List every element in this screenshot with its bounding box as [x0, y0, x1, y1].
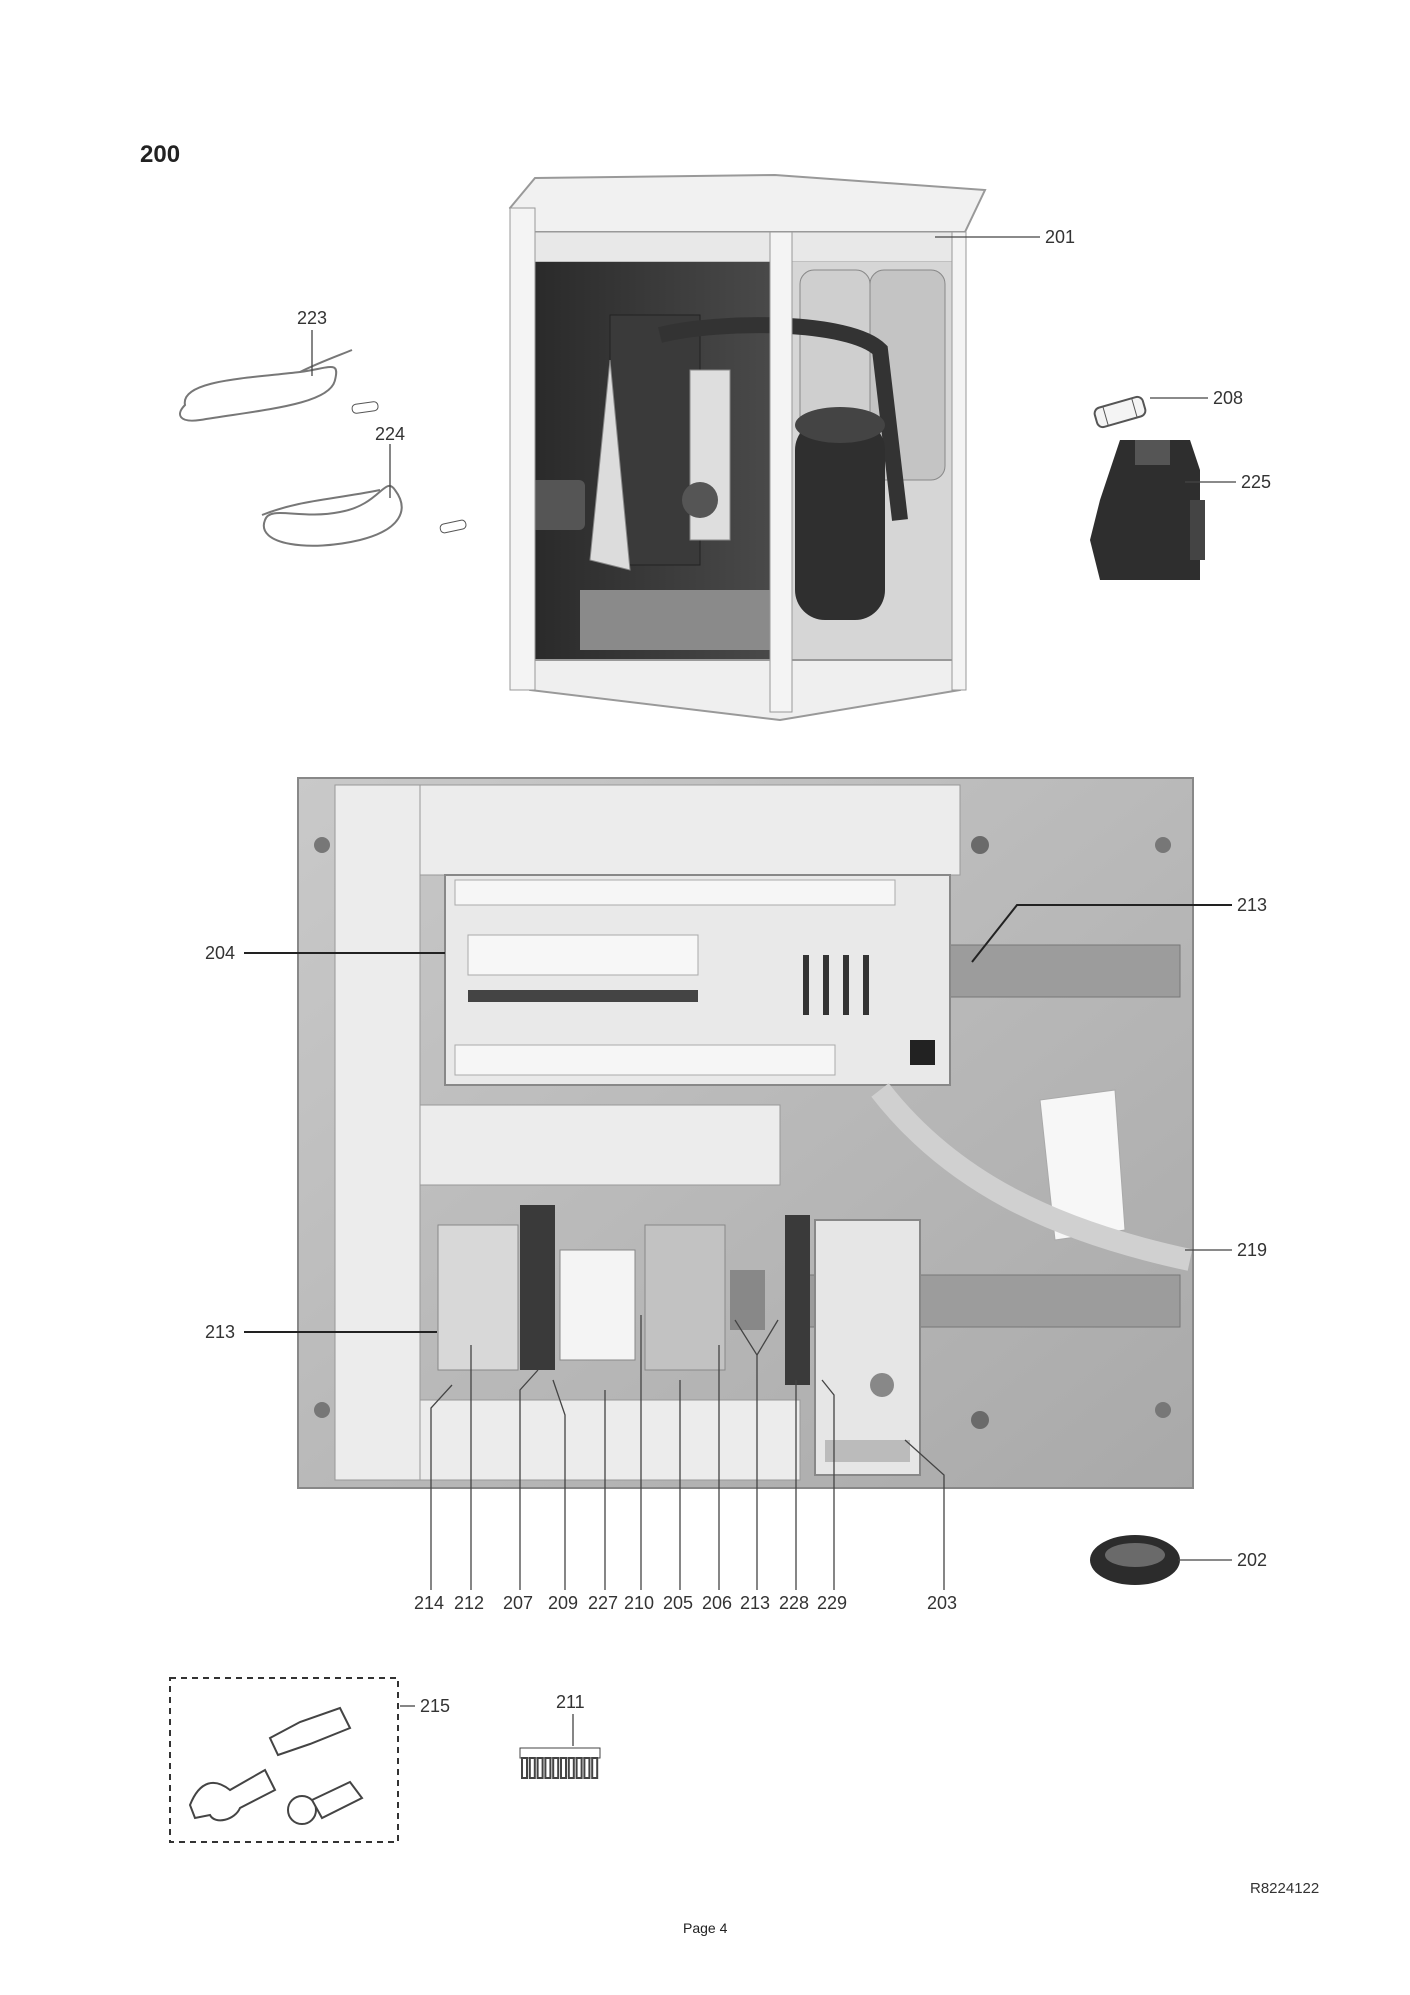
terminal-block-illustration	[1090, 440, 1205, 580]
heat-pump-cabinet-illustration	[508, 173, 987, 722]
callout-213: 213	[740, 1593, 770, 1613]
callout-214: 214	[414, 1593, 444, 1613]
diagram-title: 200	[140, 141, 180, 168]
callout-225: 225	[1241, 472, 1271, 492]
callout-227: 227	[588, 1593, 618, 1613]
callout-207: 207	[503, 1593, 533, 1613]
callout-203: 203	[927, 1593, 957, 1613]
jumper-bar-illustration	[519, 1747, 601, 1779]
jumper-tooth	[536, 1757, 544, 1779]
callout-223: 223	[297, 308, 327, 328]
callout-213: 213	[1237, 895, 1267, 915]
drawing-reference: R8224122	[1250, 1880, 1319, 1897]
jumper-tooth	[575, 1757, 583, 1779]
callout-219: 219	[1237, 1240, 1267, 1260]
control-panel-illustration	[297, 777, 1194, 1489]
callout-229: 229	[817, 1593, 847, 1613]
callout-204: 204	[205, 943, 235, 963]
page-number: Page 4	[683, 1920, 728, 1936]
fuse-illustration	[1093, 395, 1147, 429]
jumper-tooth	[528, 1757, 536, 1779]
callout-211: 211	[556, 1692, 585, 1712]
callout-202: 202	[1237, 1550, 1267, 1570]
jumper-tooth	[521, 1757, 528, 1779]
jumper-tooth	[552, 1757, 560, 1779]
jumper-tooth	[567, 1757, 575, 1779]
callout-labels: 201 223 224 208 225 213 204 219 213 214 …	[205, 227, 1271, 1716]
jumper-tooth	[583, 1757, 591, 1779]
callout-206: 206	[702, 1593, 732, 1613]
callout-205: 205	[663, 1593, 693, 1613]
callout-215: 215	[420, 1696, 450, 1716]
jumper-tooth	[544, 1757, 552, 1779]
callout-209: 209	[548, 1593, 578, 1613]
callout-228: 228	[779, 1593, 809, 1613]
callout-213: 213	[205, 1322, 235, 1342]
callout-210: 210	[624, 1593, 654, 1613]
callout-212: 212	[454, 1593, 484, 1613]
callout-224: 224	[375, 424, 405, 444]
temperature-sensor-illustration	[261, 484, 467, 547]
temperature-sensor-illustration	[179, 349, 379, 422]
jumper-tooth	[591, 1757, 599, 1779]
callout-leaders	[244, 236, 1236, 1746]
callout-208: 208	[1213, 388, 1243, 408]
grommet-illustration	[1090, 1535, 1180, 1585]
jumper-tooth	[560, 1757, 567, 1779]
callout-201: 201	[1045, 227, 1075, 247]
cable-lug-set-illustration	[169, 1677, 399, 1843]
